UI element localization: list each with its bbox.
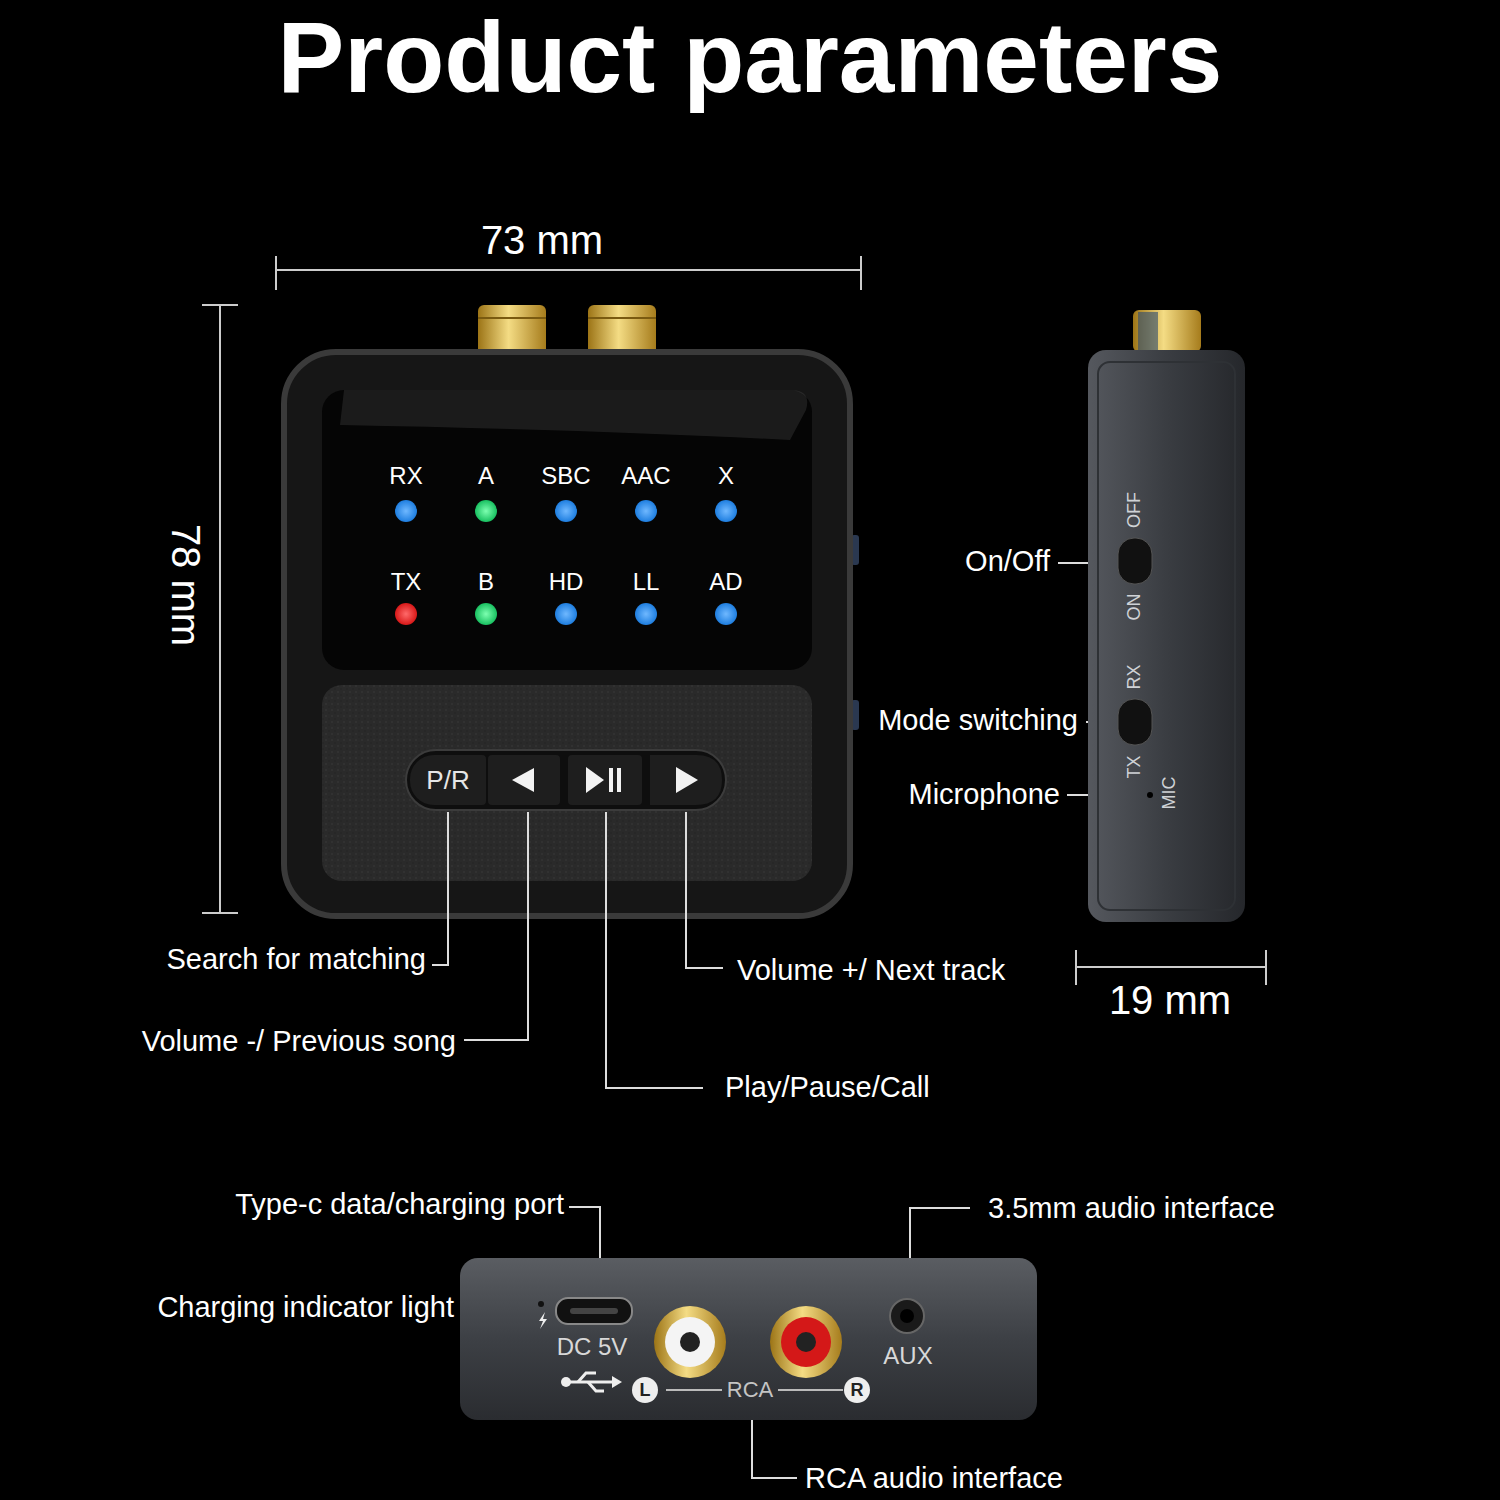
usb-symbol [566, 1373, 612, 1391]
led-label: LL [633, 569, 660, 595]
led-label: TX [391, 569, 422, 595]
side-view [1088, 310, 1245, 922]
switch-label: ON [1125, 594, 1145, 621]
callout-label: Search for matching [166, 944, 426, 976]
device-bottom [460, 1258, 1037, 1420]
switch-label: OFF [1125, 492, 1145, 528]
switch-label: RX [1125, 664, 1145, 689]
power-switch [1118, 538, 1152, 584]
rca-jack-right [770, 1306, 842, 1378]
port-label: RCA [727, 1378, 773, 1402]
pair-button: P/R [410, 755, 486, 805]
callout-label: On/Off [965, 546, 1050, 578]
led-label: SBC [541, 463, 590, 489]
led-indicators [395, 500, 737, 625]
callout-label: Volume +/ Next track [737, 955, 1005, 987]
rca-plug [588, 305, 656, 355]
callout-label: Mode switching [878, 705, 1078, 737]
rca-jack-left [654, 1306, 726, 1378]
node-text: R [851, 1381, 864, 1399]
led-label: AAC [621, 463, 670, 489]
dimension-lines [202, 256, 1266, 985]
node-text: L [640, 1381, 651, 1399]
channel-badge: R [844, 1377, 870, 1403]
bottom-view [460, 1258, 1037, 1420]
bolt-icon [539, 1312, 547, 1329]
led-label: A [478, 463, 494, 489]
device-body [284, 352, 850, 916]
button-strip [406, 750, 726, 810]
buttons [488, 755, 722, 805]
led-label: AD [709, 569, 742, 595]
port-label: DC 5V [557, 1334, 628, 1360]
rca-plug [478, 305, 546, 355]
charging-light [538, 1301, 544, 1307]
callout-label: 3.5mm audio interface [988, 1193, 1275, 1225]
switch-label: MIC [1160, 777, 1180, 810]
callout-label: Type-c data/charging port [235, 1189, 564, 1221]
mic-hole [1147, 792, 1153, 798]
display-panel [322, 390, 812, 670]
callout-label: Charging indicator light [157, 1292, 454, 1324]
channel-badge: L [632, 1377, 658, 1403]
dimension-label: 78 mm [164, 524, 208, 646]
rca-plug [1133, 310, 1201, 352]
port-label: AUX [883, 1343, 932, 1369]
node-text: P/R [426, 767, 469, 793]
usb-c-port [556, 1298, 632, 1324]
aux-jack [890, 1299, 924, 1333]
led-label: HD [549, 569, 584, 595]
page-title: Product parameters [0, 2, 1500, 112]
leather-panel [322, 685, 812, 881]
led-label: X [718, 463, 734, 489]
dimension-label: 19 mm [1109, 978, 1231, 1022]
callout-label: Play/Pause/Call [725, 1072, 930, 1104]
switch-label: TX [1125, 755, 1145, 778]
callout-label: Microphone [908, 779, 1060, 811]
leader-lines [432, 563, 1144, 1478]
led-label: B [478, 569, 494, 595]
front-view [284, 305, 859, 916]
mode-switch [1118, 699, 1152, 745]
led-label: RX [389, 463, 422, 489]
dimension-label: 73 mm [481, 218, 603, 262]
callout-label: RCA audio interface [805, 1463, 1063, 1495]
button-icons [512, 767, 698, 793]
callout-label: Volume -/ Previous song [142, 1026, 456, 1058]
device-side [1088, 350, 1245, 922]
